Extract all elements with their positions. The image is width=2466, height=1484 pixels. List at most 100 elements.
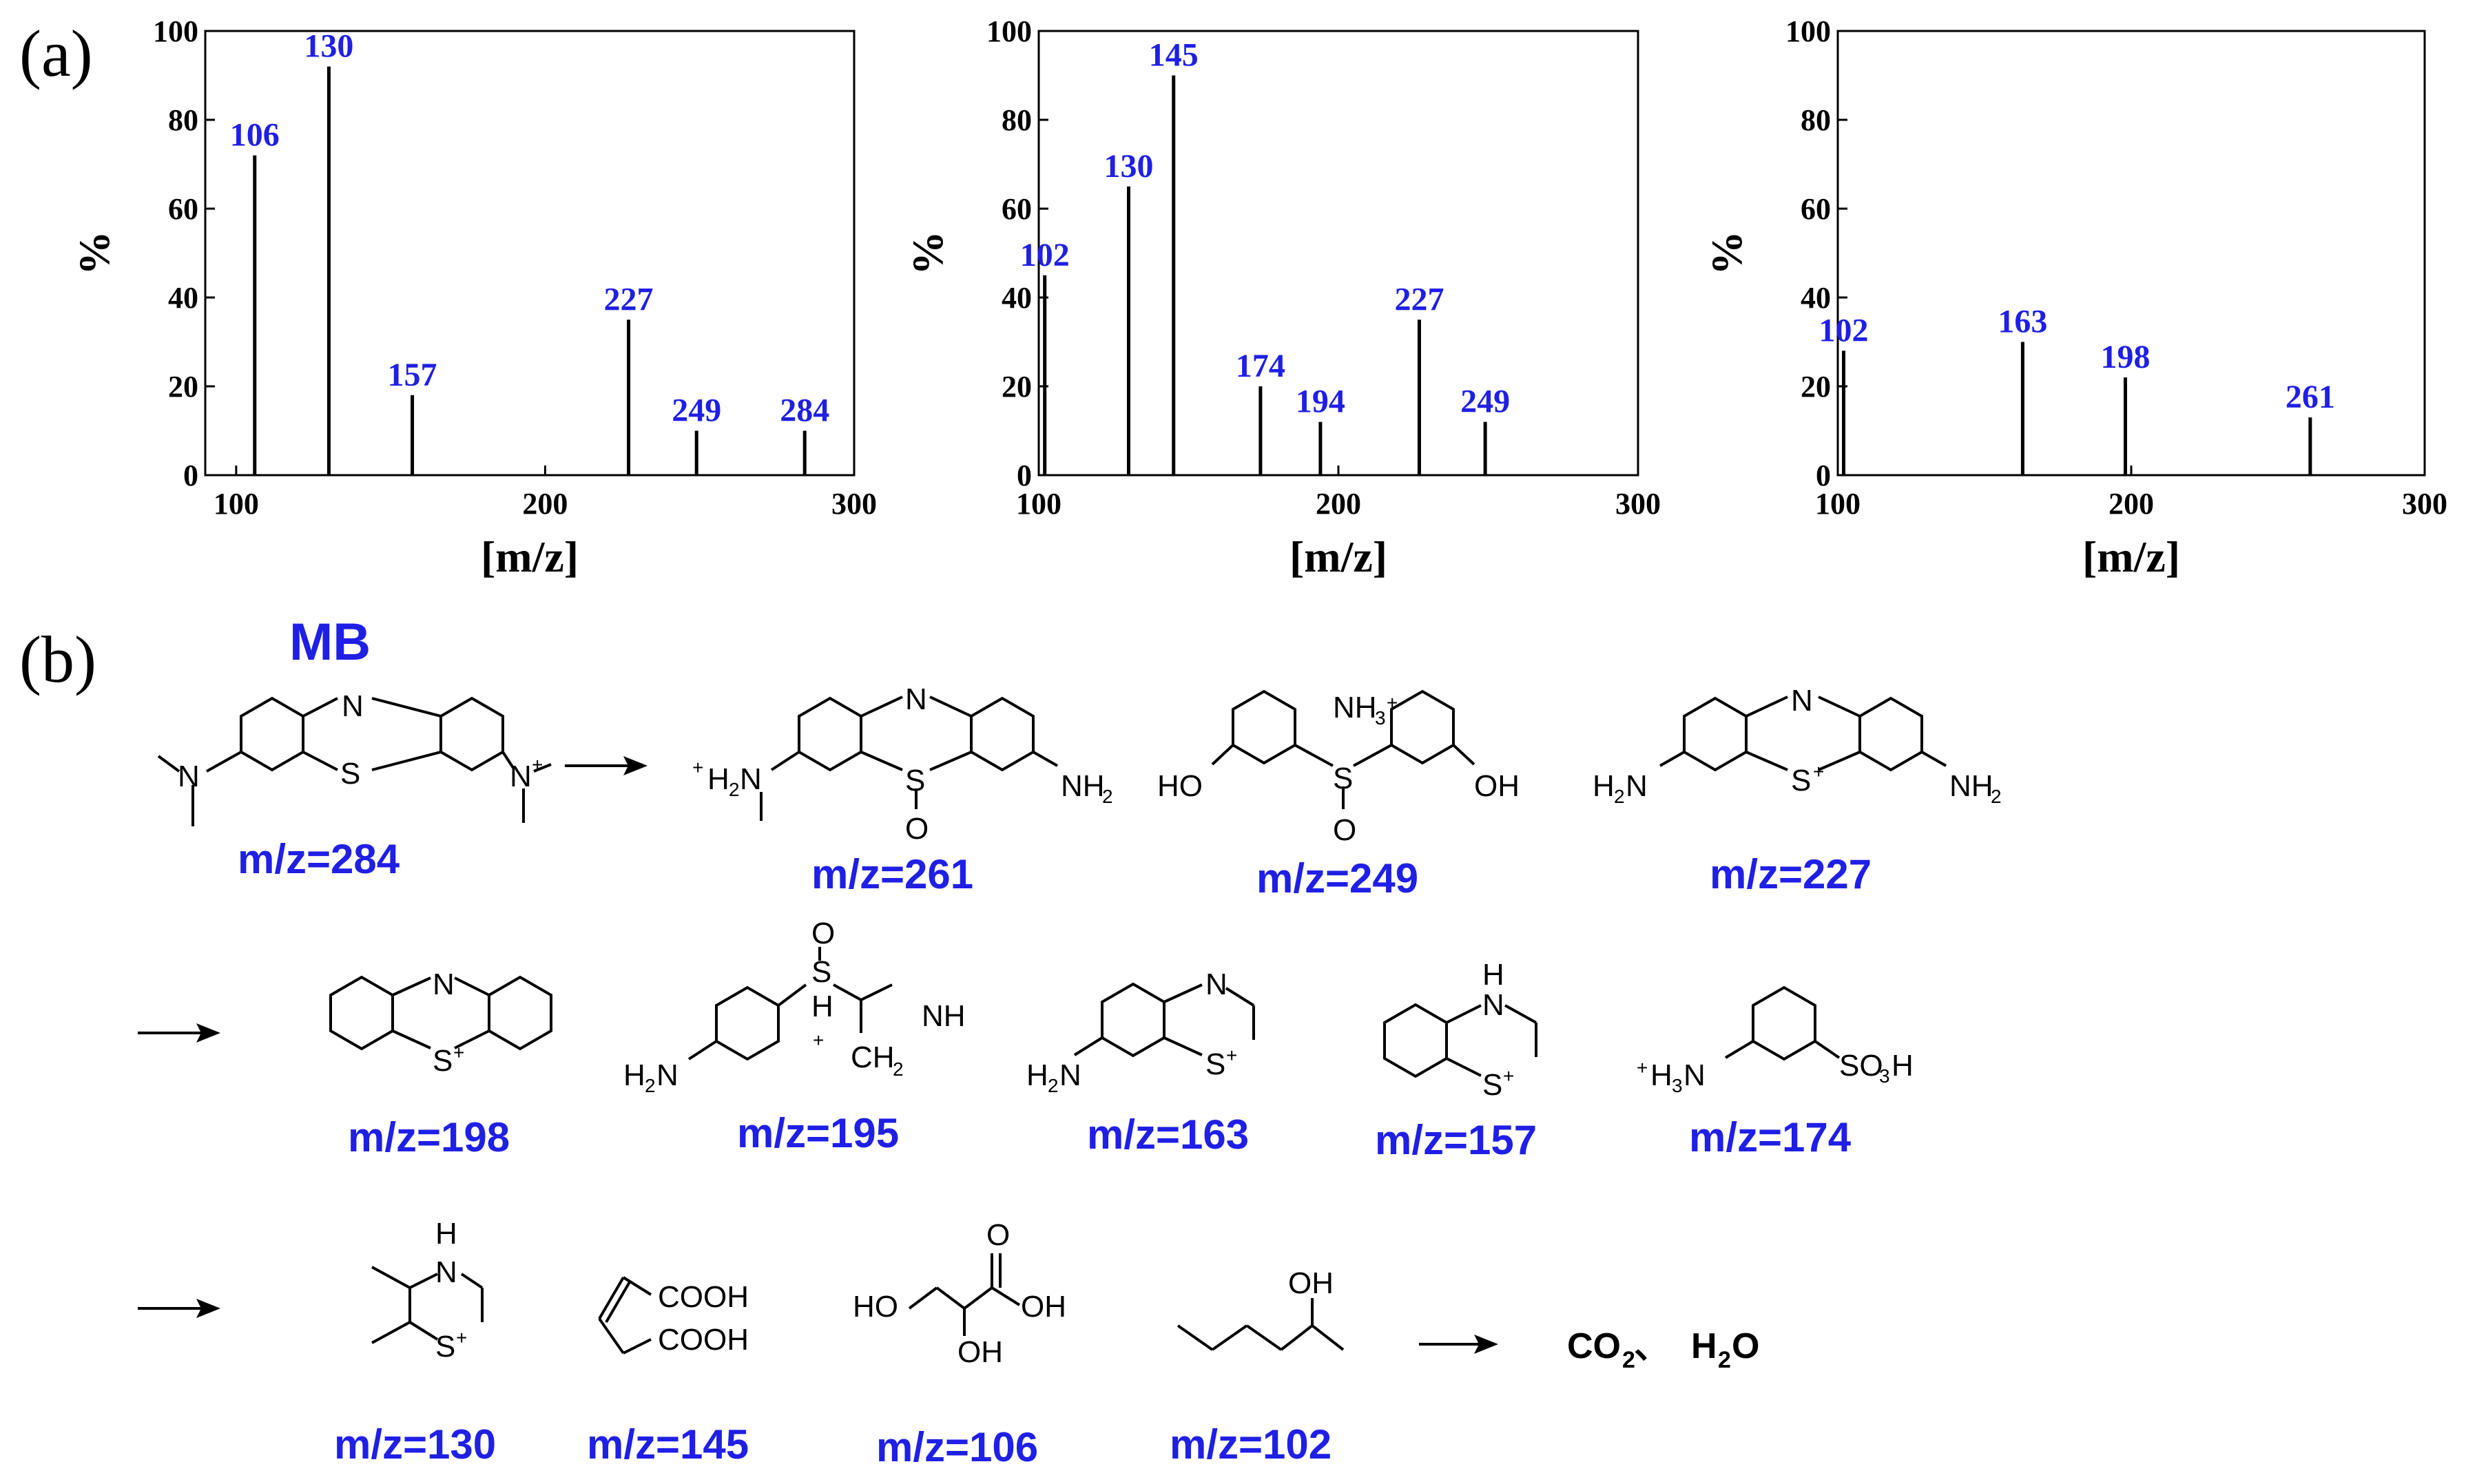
structure-mb — [157, 696, 552, 826]
y-tick-label: 60 — [168, 192, 198, 226]
peak-label: 102 — [1819, 312, 1869, 348]
s195-ch2: CH — [851, 1041, 895, 1074]
structure-227 — [1659, 696, 1947, 772]
s106-oh-atom: OH — [1021, 1290, 1066, 1324]
y-tick-label: 20 — [1002, 370, 1032, 404]
s145-cooh-1: COOH — [658, 1280, 749, 1314]
s227-nh2-sub: 2 — [1991, 786, 2002, 807]
mz-label-174: m/z=174 — [1689, 1114, 1852, 1160]
peak-label: 194 — [1296, 384, 1345, 420]
y-tick-label: 80 — [168, 103, 198, 137]
s174-so3h-a: SO — [1839, 1049, 1883, 1083]
x-tick-label: 100 — [1815, 487, 1861, 521]
x-tick-label: 300 — [1615, 487, 1661, 521]
s227-n-atom: N — [1791, 684, 1813, 718]
x-tick-label: 200 — [522, 487, 568, 521]
mb-s-atom: S — [340, 757, 360, 791]
x-axis-label: [m/z] — [1289, 532, 1387, 581]
s261-o-atom: O — [905, 812, 929, 846]
y-tick-label: 20 — [168, 370, 198, 404]
s249-nh-atom: NH — [1333, 691, 1377, 724]
plot-frame — [1836, 30, 2426, 477]
s163-h2n-h: H — [1026, 1058, 1048, 1092]
s174-plus: + — [1637, 1057, 1648, 1078]
panel-label-b: (b) — [19, 623, 96, 696]
reaction-arrow-2 — [138, 1023, 220, 1043]
y-tick-label: 40 — [1002, 281, 1032, 315]
structure-195 — [687, 947, 893, 1061]
mz-label-106: m/z=106 — [876, 1424, 1038, 1470]
mz-label-145: m/z=145 — [587, 1421, 749, 1467]
s163-n-atom: N — [1205, 968, 1227, 1001]
s163-h2n-n: N — [1059, 1058, 1081, 1092]
mz-label-195: m/z=195 — [737, 1110, 899, 1156]
s102-oh-atom: OH — [1288, 1266, 1334, 1300]
y-tick-label: 20 — [1801, 370, 1831, 404]
product-h2o-h: H — [1691, 1326, 1717, 1366]
y-tick-label: 0 — [183, 459, 198, 492]
peak-label: 130 — [1104, 148, 1154, 185]
mz-label-157: m/z=157 — [1375, 1117, 1537, 1163]
s249-nh-sub: 3 — [1375, 707, 1386, 729]
s163-plus: + — [1226, 1045, 1237, 1066]
y-tick-label: 100 — [986, 14, 1032, 48]
peak-label: 249 — [1460, 384, 1510, 420]
s249-o-atom: O — [1333, 813, 1356, 847]
s261-h-atom: H — [707, 762, 729, 796]
y-tick-label: 60 — [1801, 192, 1831, 226]
mz-label-102: m/z=102 — [1170, 1421, 1332, 1467]
s198-s-atom: S — [433, 1044, 453, 1078]
mb-n-left: N — [178, 760, 200, 793]
peak-label: 130 — [304, 28, 353, 65]
mb-plus: + — [532, 754, 543, 775]
x-tick-label: 200 — [2108, 487, 2154, 521]
peak-label: 227 — [1394, 281, 1444, 317]
s106-o-atom: O — [986, 1218, 1010, 1252]
mb-n-right: N — [510, 760, 532, 793]
mz-label-227: m/z=227 — [1710, 851, 1872, 897]
structure-163 — [1073, 982, 1255, 1058]
s249-s-atom: S — [1333, 762, 1353, 795]
s163-s-atom: S — [1205, 1047, 1225, 1081]
y-tick-label: 0 — [1816, 459, 1831, 492]
s195-s-atom: S — [811, 955, 831, 989]
structure-102 — [1177, 1298, 1345, 1351]
s130-plus: + — [456, 1327, 467, 1348]
s174-h3n-n: N — [1683, 1058, 1706, 1092]
y-tick-label: 0 — [1017, 459, 1032, 492]
y-tick-label: 80 — [1002, 103, 1032, 137]
s249-ho-atom: HO — [1157, 769, 1203, 803]
s198-n-atom: N — [433, 968, 455, 1001]
y-axis-label: % — [70, 231, 118, 275]
s261-plus: + — [692, 757, 703, 778]
x-axis-label: [m/z] — [2082, 532, 2180, 581]
reaction-arrow-1 — [565, 756, 647, 775]
x-tick-label: 200 — [1316, 487, 1361, 521]
s106-oh-2: OH — [957, 1335, 1003, 1369]
y-axis-label: % — [1702, 231, 1751, 275]
s261-nh-right: NH — [1061, 769, 1105, 803]
mz-label-163: m/z=163 — [1087, 1111, 1249, 1158]
mb-n-atom: N — [342, 689, 364, 723]
s198-plus: + — [453, 1042, 464, 1063]
y-axis-label: % — [903, 231, 952, 275]
s227-plus: + — [1813, 761, 1824, 782]
structure-157 — [1383, 1003, 1537, 1078]
mb-label: MB — [289, 613, 371, 671]
s261-nh-sub: 2 — [1102, 786, 1113, 807]
reaction-arrow-4 — [1419, 1335, 1498, 1354]
product-h2o-o: O — [1732, 1326, 1759, 1366]
peak-label: 163 — [1998, 304, 2047, 340]
s195-plus: + — [813, 1030, 824, 1051]
s157-s-atom: S — [1482, 1068, 1502, 1102]
s261-s-atom: S — [905, 764, 925, 797]
s195-o-atom: O — [811, 917, 835, 950]
s195-nh: NH — [922, 999, 966, 1033]
s195-h-atom: H — [811, 990, 833, 1023]
s130-h-atom: H — [435, 1217, 457, 1251]
x-tick-label: 300 — [831, 487, 877, 521]
panel-label-a: (a) — [19, 17, 93, 90]
